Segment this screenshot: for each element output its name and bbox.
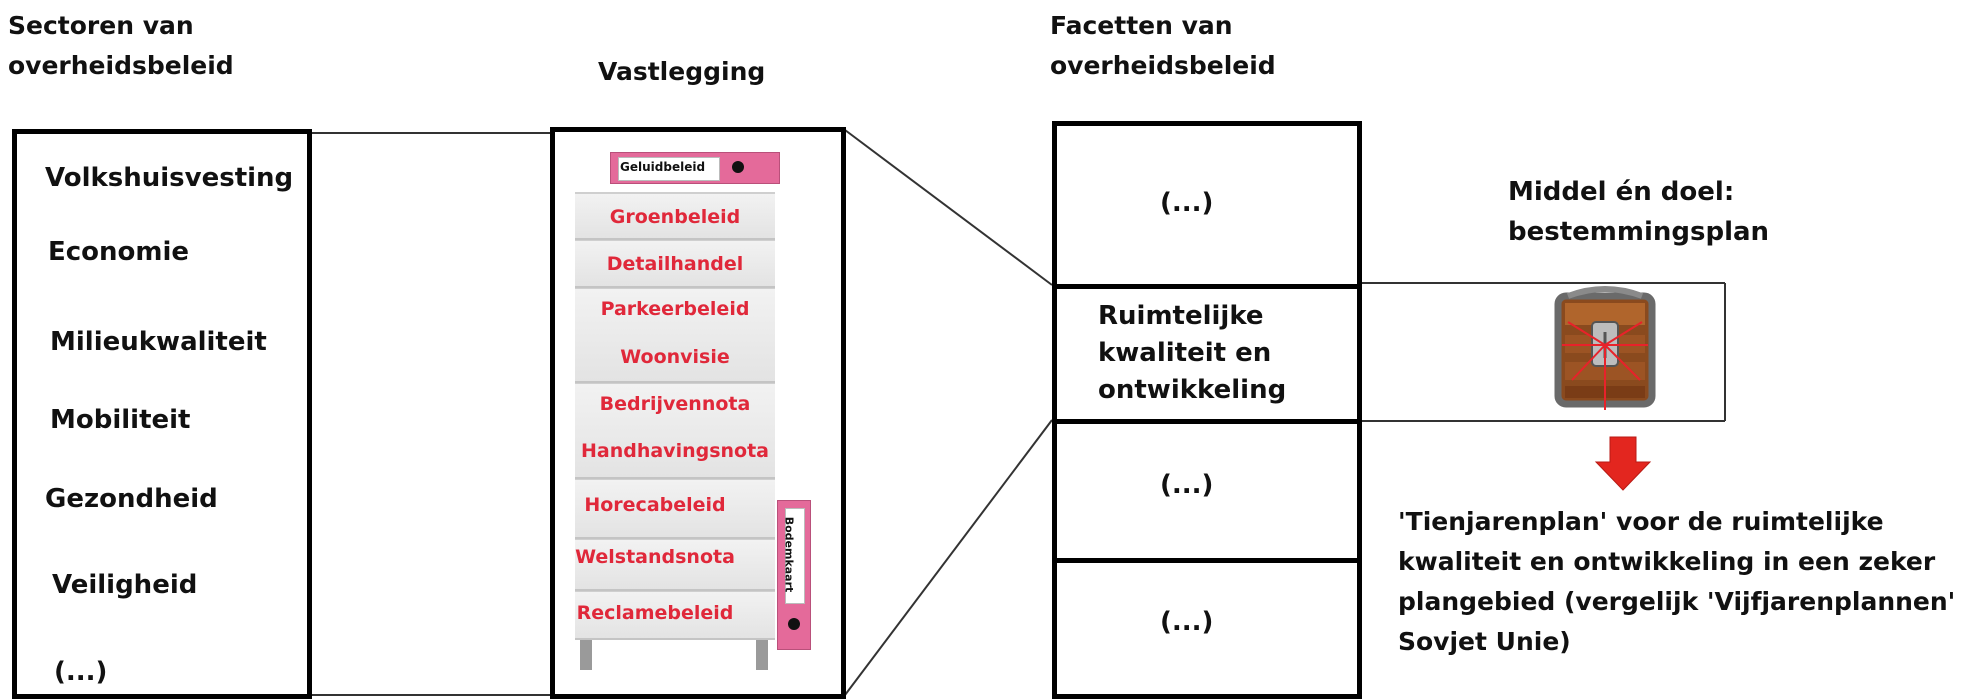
facet-box-bottom <box>1052 558 1362 699</box>
callout-title: Middel én doel: bestemmingsplan <box>1508 177 1770 247</box>
top-binder-label-plate <box>618 157 720 181</box>
facet-box-middle <box>1052 419 1362 563</box>
vastlegging-heading: Vastlegging <box>598 57 766 86</box>
drawer-label: Horecabeleid <box>584 494 726 516</box>
side-binder-label-plate <box>785 508 805 604</box>
cabinet-facet-line-top <box>844 129 1053 286</box>
drawer-label: Bedrijvennota <box>599 393 751 415</box>
drawer <box>575 479 775 539</box>
drawer-label: Detailhandel <box>606 253 744 275</box>
sector-item: Gezondheid <box>45 484 218 514</box>
sector-item: Volkshuisvesting <box>45 163 294 193</box>
drawer <box>575 591 775 640</box>
sector-item: Milieukwaliteit <box>50 327 267 357</box>
facets-heading: Facetten van overheidsbeleid <box>1050 11 1276 80</box>
drawer <box>575 240 775 288</box>
drawer-label: Woonvisie <box>620 346 730 368</box>
sector-item: Economie <box>48 237 190 267</box>
drawer-label: Parkeerbeleid <box>600 298 750 320</box>
sectors-box <box>12 129 312 699</box>
binder-ring-icon <box>732 161 744 173</box>
drawer <box>575 539 775 591</box>
binder-ring-icon <box>788 618 800 630</box>
facet-placeholder: (...) <box>1160 188 1214 218</box>
drawer <box>575 383 775 479</box>
drawer <box>575 288 775 383</box>
drawer-label: Reclamebeleid <box>576 602 734 624</box>
drawer-label: Welstandsnota <box>575 546 735 568</box>
cabinet-leg <box>756 640 768 670</box>
drawer <box>575 193 775 240</box>
sector-item: Veiligheid <box>52 570 198 600</box>
facet-highlight-text: Ruimtelijke kwaliteit en ontwikkeling <box>1098 301 1287 405</box>
facet-placeholder: (...) <box>1160 470 1214 500</box>
sector-item: (...) <box>54 657 108 687</box>
facet-placeholder: (...) <box>1160 607 1214 637</box>
callout-description: 'Tienjarenplan' voor de ruimtelijke kwal… <box>1398 507 1956 656</box>
sector-item: Mobiliteit <box>50 405 191 435</box>
top-binder-label: Geluidbeleid <box>620 160 706 174</box>
drawer-label: Handhavingsnota <box>580 440 769 462</box>
cabinet-facet-line-bottom <box>844 419 1053 696</box>
drawer-label: Groenbeleid <box>609 206 741 228</box>
facet-box-highlight <box>1052 284 1362 424</box>
cabinet-leg <box>580 640 592 670</box>
sectors-heading: Sectoren van overheidsbeleid <box>8 11 234 80</box>
